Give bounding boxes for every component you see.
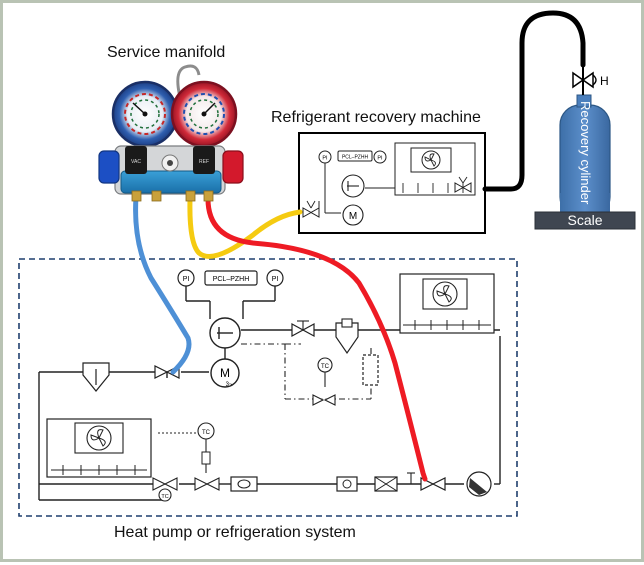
black-hose [482,10,586,192]
sight-glass [230,476,258,492]
pi-label: PI [322,156,328,162]
system-pi-gauge-right: PI [266,269,284,287]
machine-outlet-valve [454,176,472,193]
recovery-cylinder-label: Recovery cylinder [578,101,593,205]
system-motor: M 3~ [210,358,240,388]
solenoid-tc: TC [158,422,220,491]
machine-pi-left: PI [318,150,332,164]
vac-tag: VAC [131,159,141,165]
receiver [466,471,492,497]
high-pressure-gauge [170,80,238,148]
switch-label: PCL–PZHH [342,155,369,161]
accumulator [82,362,110,392]
valve-handle-label: H [600,74,609,88]
red-hose [205,196,428,482]
pi-label: PI [272,276,279,283]
scale-label: Scale [567,212,602,228]
tc-label: TC [161,494,168,500]
check-point [407,472,415,484]
discharge-valve [291,320,315,338]
strainer [374,476,398,492]
service-manifold: VAC REF [98,64,244,202]
liquid-service-valve [420,477,446,491]
motor-label: M [220,366,230,380]
pi-label: PI [377,156,383,162]
machine-pi-right: PI [373,150,387,164]
tc-label: TC [202,430,211,436]
system-label: Heat pump or refrigeration system [114,524,356,541]
side-receiver [362,354,379,386]
refrigerant-recovery-diagram: PI PI PCL–PZHH M 3~ [18,10,636,517]
machine-motor: M [342,204,364,226]
hoses [133,10,586,482]
evaporator-unit [46,418,152,478]
filter-drier [336,476,358,492]
machine-compressor [341,174,365,198]
motor-label: M [349,211,357,222]
low-pressure-gauge [111,80,179,148]
high-side-knob [222,150,244,184]
machine-pressure-switch: PCL–PZHH [337,150,373,162]
low-side-knob [98,150,120,184]
scale-platform: Scale [534,211,636,230]
system-pressure-switch: PCL–PZHH [204,270,258,286]
recovery-cylinder: Recovery cylinder [559,94,611,218]
machine-inlet-valve [302,200,320,218]
condenser-unit [399,273,495,334]
system-compressor [209,317,241,349]
motor-sub-label: 3~ [226,382,233,388]
tc-label: TC [321,364,330,370]
switch-label: PCL–PZHH [213,276,250,283]
blue-hose [133,194,192,375]
system-pi-gauge-left: PI [177,269,195,287]
cylinder-valve: H [572,65,609,95]
refrigeration-system-box: PI PI PCL–PZHH M 3~ [18,258,518,517]
service-manifold-label: Service manifold [107,44,226,61]
yellow-hose [187,196,303,259]
oil-separator [335,318,359,355]
recovery-machine-box: PI PCL–PZHH PI M [298,132,486,234]
recovery-machine-label: Refrigerant recovery machine [271,109,481,126]
middle-tc-valve: TC [312,357,336,406]
auxiliary-loop [241,343,372,400]
expansion-valve: TC [152,477,178,502]
ref-tag: REF [199,159,209,165]
pi-label: PI [183,276,190,283]
